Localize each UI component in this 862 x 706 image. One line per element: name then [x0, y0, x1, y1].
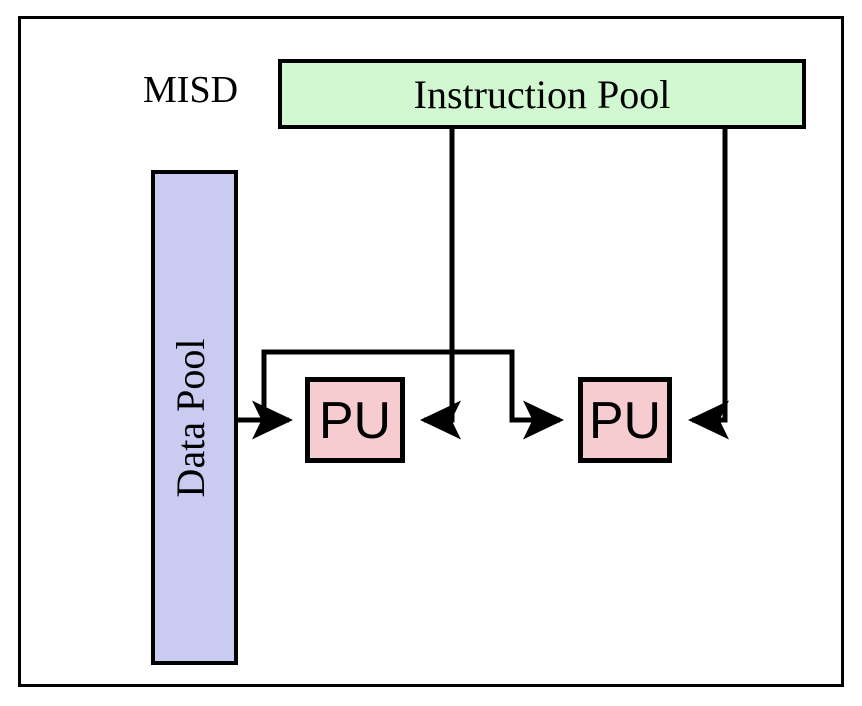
data-pool-box[interactable] — [151, 170, 238, 665]
processing-unit-1-label: PU — [319, 392, 391, 450]
instruction-pool-box[interactable] — [278, 59, 806, 129]
processing-unit-1-box[interactable] — [305, 377, 405, 463]
connector-instruction-to-pu-1 — [420, 129, 462, 440]
connector-instruction-to-pu-2 — [688, 129, 730, 440]
instruction-pool-label: Instruction Pool — [414, 72, 671, 117]
processing-unit-2-box[interactable] — [578, 377, 672, 463]
connector-data-to-pu-2 — [261, 349, 564, 440]
data-pool-label: Data Pool — [168, 339, 213, 498]
processing-unit-2-label: PU — [589, 392, 661, 450]
figure-title: MISD — [143, 69, 238, 111]
